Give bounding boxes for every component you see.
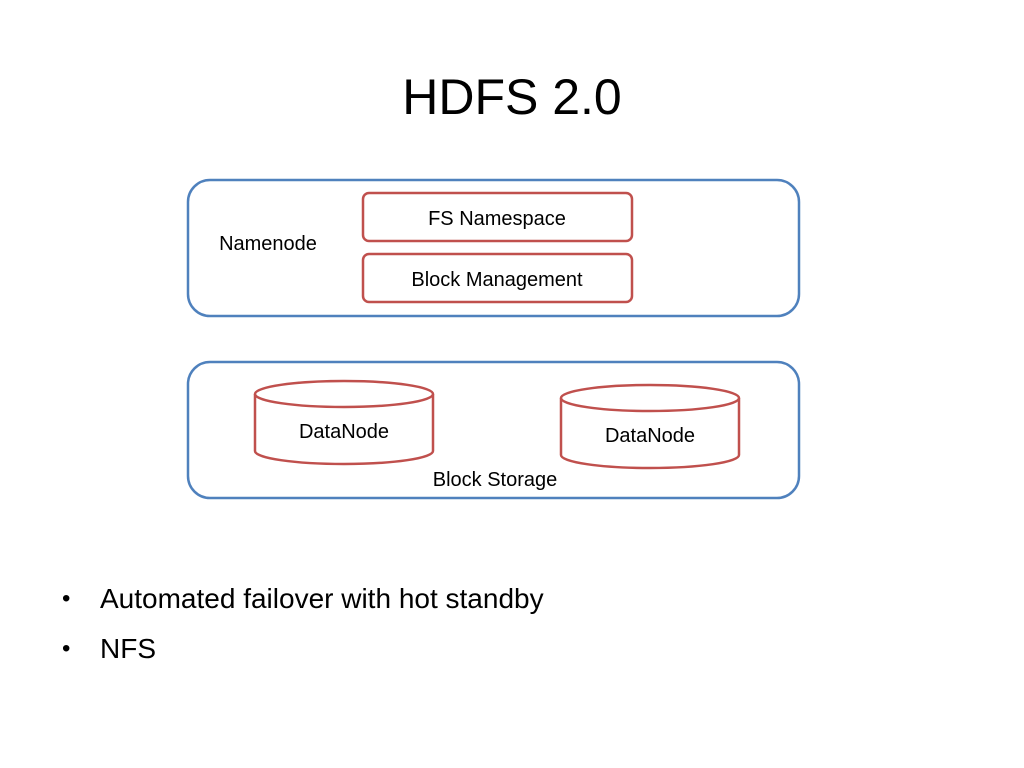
- datanode-cylinder-body: [253, 394, 435, 466]
- block-management-box: Block Management: [361, 252, 634, 304]
- namenode-box: Namenode: [186, 178, 801, 318]
- namenode-box-border: [186, 178, 801, 318]
- bullet-item: • NFS: [58, 624, 544, 674]
- datanode-cylinder: DataNode: [253, 379, 435, 466]
- datanode-cylinder-top: [559, 383, 741, 413]
- block-management-box-border: [361, 252, 634, 304]
- block-storage-label: Block Storage: [433, 469, 558, 491]
- fs-namespace-label: FS Namespace: [428, 208, 566, 230]
- datanode-cylinder: DataNode: [559, 383, 741, 470]
- datanode-label: DataNode: [605, 425, 695, 447]
- block-management-label: Block Management: [411, 269, 583, 291]
- bullet-text: NFS: [100, 633, 156, 664]
- fs-namespace-box: FS Namespace: [361, 191, 634, 243]
- bullet-list: • Automated failover with hot standby • …: [58, 574, 544, 674]
- slide-title: HDFS 2.0: [402, 69, 622, 125]
- datanode-label: DataNode: [299, 421, 389, 443]
- bullet-dot-icon: •: [62, 635, 71, 662]
- bullet-dot-icon: •: [62, 585, 71, 612]
- bullet-item: • Automated failover with hot standby: [58, 574, 544, 624]
- bullet-text: Automated failover with hot standby: [100, 583, 544, 614]
- namenode-label: Namenode: [219, 233, 317, 255]
- fs-namespace-box-border: [361, 191, 634, 243]
- datanode-cylinder-body: [559, 398, 741, 470]
- datanode-cylinder-top: [253, 379, 435, 409]
